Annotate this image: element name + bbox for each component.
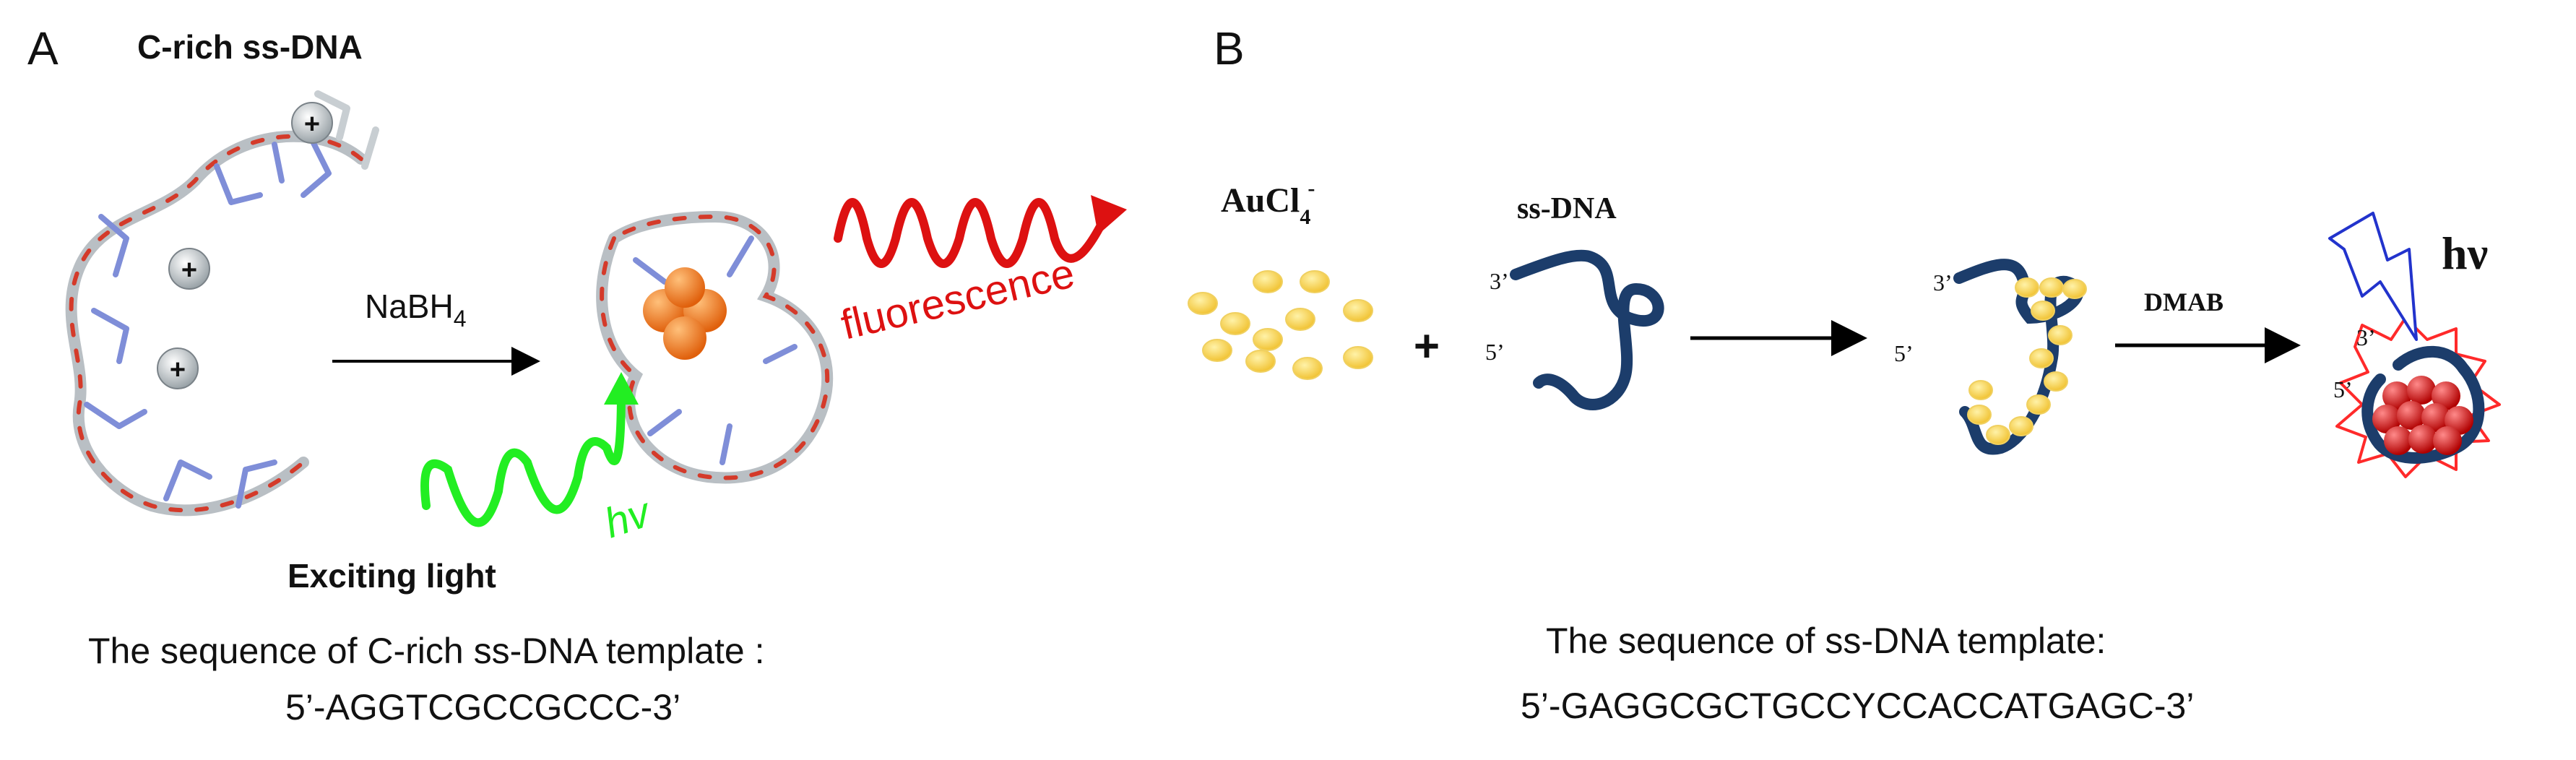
plus-label: + <box>170 355 186 385</box>
strand-5-prime-label: 5’ <box>1485 339 1505 365</box>
hv-symbol: hν <box>2442 228 2488 279</box>
ssdna-strand <box>1510 249 1664 410</box>
nabh4-label: NaBH4 <box>365 288 467 332</box>
panel-b-sequence: 5’-GAGGCGCTGCCYCCACCATGAGC-3’ <box>1521 686 2195 726</box>
gold-nanocluster <box>2372 376 2473 455</box>
panel-a-title: C-rich ss-DNA <box>137 28 363 66</box>
hv-label: hv <box>599 488 657 548</box>
aucl4-sub: 4 <box>1300 204 1311 229</box>
panel-a-letter: A <box>27 22 59 74</box>
aucl4-sup: - <box>1308 176 1315 200</box>
complex-5-prime-label: 5’ <box>1894 340 1914 366</box>
excitation-arrowhead-icon <box>604 372 639 405</box>
positive-charge-icon: + <box>168 248 210 290</box>
panel-a-sequence-heading: The sequence of C-rich ss-DNA template : <box>88 631 765 671</box>
complex-3-prime-label: 3’ <box>1933 269 1953 295</box>
panel-a-sequence: 5’-AGGTCGCCGCCC-3’ <box>285 687 681 727</box>
final-3-prime-label: 3’ <box>2356 324 2376 350</box>
excitation-wave <box>420 386 626 527</box>
lightning-icon <box>2328 212 2418 341</box>
plus-sign: + <box>1414 321 1440 371</box>
metal-nanocluster <box>643 267 727 360</box>
dna-wrapped-cluster <box>596 210 834 484</box>
fluorescence-wave <box>834 198 1110 268</box>
aucl4-label: AuCl4 - <box>1221 176 1315 229</box>
panel-b-letter: B <box>1214 22 1245 74</box>
fluorescence-arrowhead-icon <box>1091 195 1127 235</box>
aucl4-main: AuCl <box>1221 181 1300 220</box>
fluorescence-label: fluorescence <box>837 249 1079 348</box>
final-5-prime-label: 5’ <box>2333 376 2353 402</box>
exciting-light-label: Exciting light <box>288 557 496 595</box>
panel-b-sequence-heading: The sequence of ss-DNA template: <box>1546 621 2106 661</box>
positive-charge-icon: + <box>157 347 199 389</box>
plus-label: + <box>304 109 320 139</box>
positive-charge-icon: + <box>291 102 333 144</box>
plus-label: + <box>181 255 197 285</box>
gold-ion-group <box>1188 270 1373 380</box>
strand-3-prime-label: 3’ <box>1490 268 1509 294</box>
bound-gold-ions <box>1967 277 2087 445</box>
dmab-label: DMAB <box>2144 288 2223 316</box>
ssdna-label: ss-DNA <box>1517 192 1617 225</box>
c-rich-ssdna-molecule <box>65 90 379 517</box>
